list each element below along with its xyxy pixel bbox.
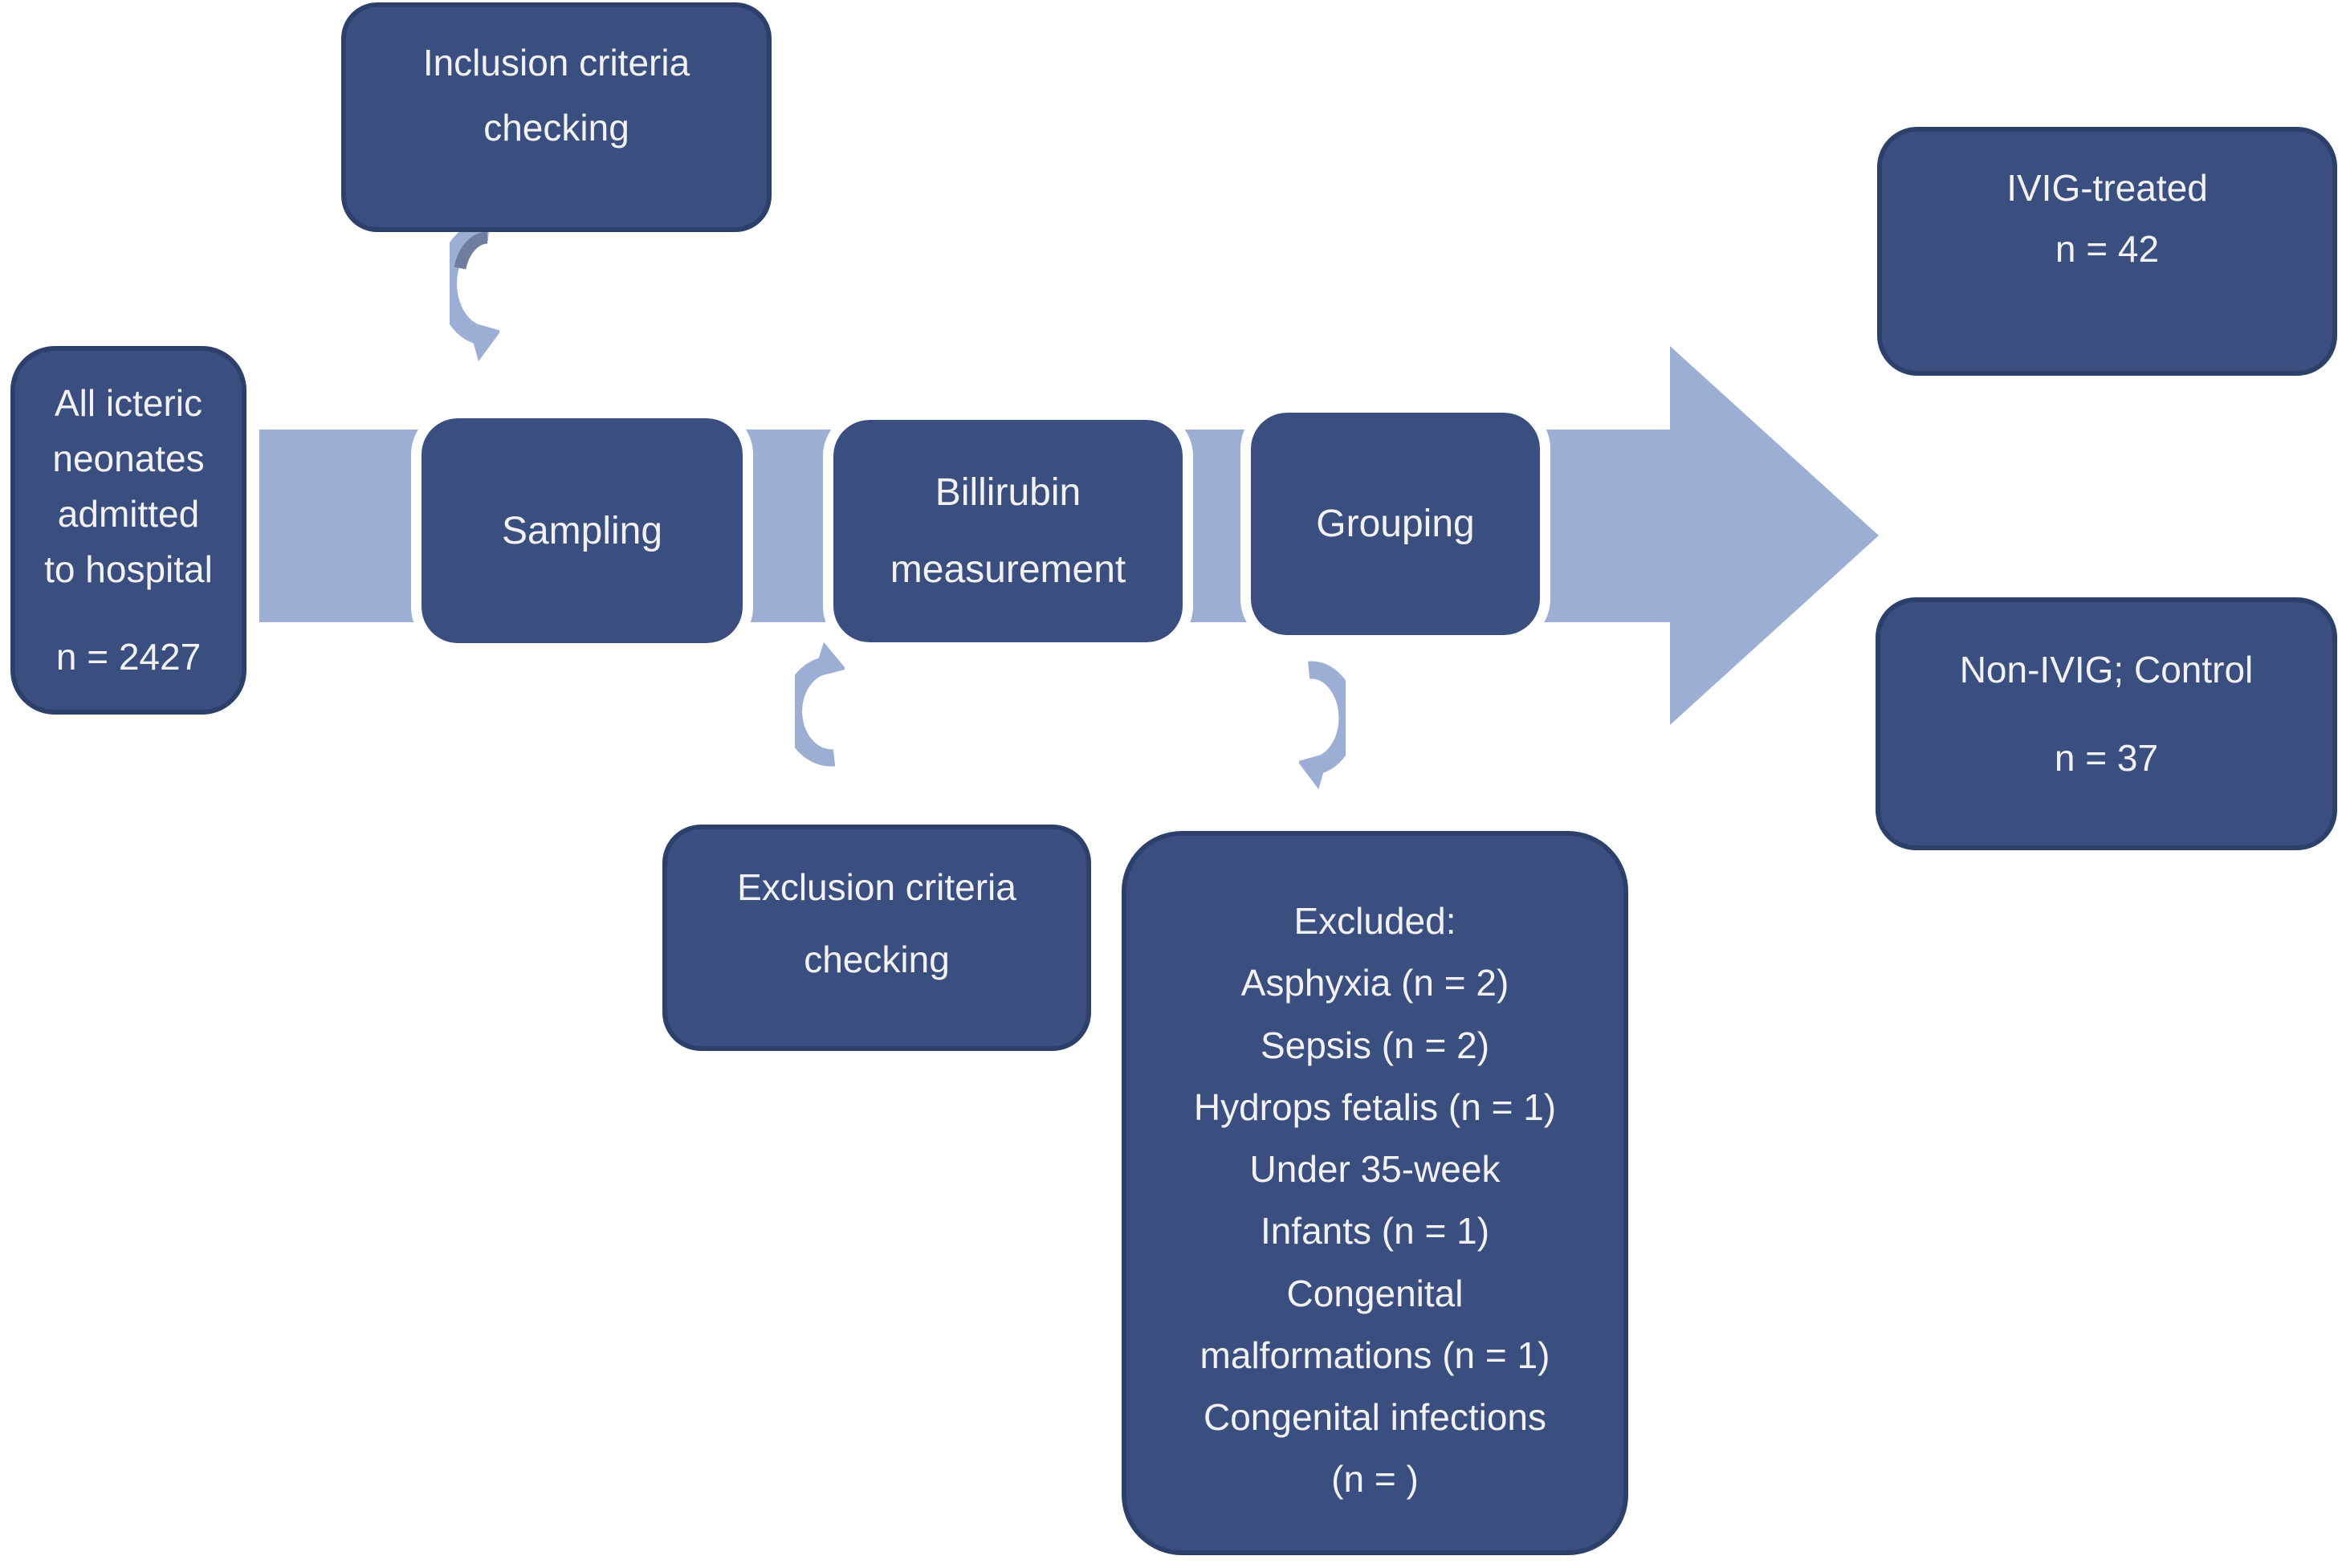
population-line: to hospital [44,548,213,590]
population-line: All icteric [54,382,203,424]
excluded-item: malformations (n = 1) [1200,1334,1550,1376]
node-grouping: Grouping [1240,402,1550,646]
bilirubin-line: Billirubin [935,470,1081,514]
grouping-label: Grouping [1316,503,1475,545]
bilirubin-line: measurement [890,548,1126,591]
exclusion-line: checking [804,938,950,980]
node-inclusion-criteria: Inclusion criteria checking [341,2,772,232]
node-non-ivig-control: Non-IVIG; Control n = 37 [1876,597,2337,850]
excluded-item: (n = ) [1331,1458,1419,1501]
exclusion-line: Exclusion criteria [737,865,1016,908]
node-population: All icteric neonates admitted to hospita… [10,346,246,715]
excluded-item: Congenital [1286,1272,1464,1314]
curved-down-arrow-icon [438,218,501,363]
control-count: n = 37 [2054,737,2159,779]
ivig-label: IVIG-treated [2006,167,2208,210]
ivig-count: n = 42 [2055,228,2160,270]
curved-up-arrow-icon [783,641,846,769]
excluded-title: Excluded: [1293,900,1456,942]
excluded-item: Congenital infections [1203,1396,1547,1439]
node-excluded-reasons: Excluded: Asphyxia (n = 2) Sepsis (n = 2… [1122,831,1628,1555]
excluded-item: Asphyxia (n = 2) [1240,962,1509,1004]
curved-down-arrow-icon [1297,658,1357,791]
population-line: admitted [57,493,200,535]
inclusion-line: Inclusion criteria [422,42,690,83]
node-bilirubin-measurement: Billirubin measurement [823,409,1193,653]
node-sampling: Sampling [411,408,753,654]
population-line: neonates [52,438,205,479]
excluded-item: Infants (n = 1) [1260,1210,1490,1252]
node-exclusion-criteria: Exclusion criteria checking [662,825,1091,1051]
excluded-item: Hydrops fetalis (n = 1) [1193,1085,1557,1128]
population-count: n = 2427 [55,636,202,678]
node-ivig-treated: IVIG-treated n = 42 [1877,127,2337,376]
excluded-item: Sepsis (n = 2) [1260,1024,1490,1066]
control-label: Non-IVIG; Control [1959,648,2254,690]
sampling-label: Sampling [501,509,663,552]
flow-arrow-head-icon [1670,346,1879,725]
excluded-item: Under 35-week [1249,1148,1501,1191]
inclusion-line: checking [483,106,629,149]
